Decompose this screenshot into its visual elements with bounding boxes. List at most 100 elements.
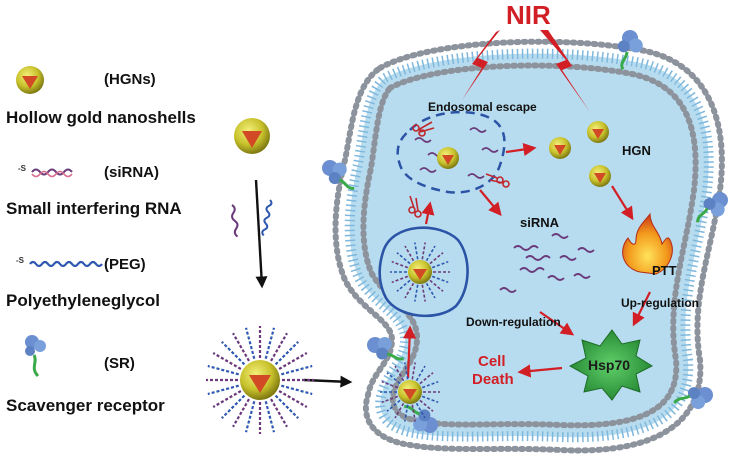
peg-strand [431, 275, 449, 284]
hgn-nanoparticle-icon [589, 165, 611, 187]
sirna-strand-icon [31, 168, 73, 178]
starburst-icon [568, 329, 654, 401]
cell-death-label-line2: Death [472, 371, 514, 388]
sirna-strand [411, 362, 416, 380]
sirna-thiol-tag: -S [18, 164, 26, 173]
peg-strand [221, 394, 246, 419]
scavenger-receptor-icon [367, 336, 404, 361]
nanoparticles [16, 66, 611, 187]
sirna-strand [278, 352, 308, 370]
legend-hgn-name: Hollow gold nanoshells [6, 108, 196, 127]
sirna-strand [212, 352, 242, 370]
sirna-strand [394, 365, 405, 382]
legend-sr-abbr: (SR) [104, 355, 135, 372]
scavenger-receptor-icon [322, 160, 355, 190]
cell-membrane-outer [332, 38, 725, 454]
scissors-icon [408, 195, 422, 218]
peg-strand [274, 394, 299, 419]
nir-label: NIR [506, 0, 551, 30]
hgn-label: HGN [622, 143, 651, 158]
peg-strand [404, 362, 409, 380]
peg-strand-icon [261, 199, 273, 237]
endosome-dashed [396, 110, 506, 194]
pathway-arrows [402, 142, 651, 379]
sirna-strand [212, 390, 242, 408]
peg-strand [386, 372, 401, 385]
peg-strand [415, 402, 426, 419]
sirna-strand [404, 245, 415, 262]
sirna-strand [381, 395, 399, 404]
conjugate-particles [206, 242, 450, 434]
sirna-strand [404, 282, 415, 299]
peg-strand [396, 279, 411, 292]
sirna-strand [391, 275, 409, 284]
sirna-strand [232, 398, 250, 428]
peg-strand [244, 327, 256, 359]
legend-sr-name: Scavenger receptor [6, 396, 165, 415]
down-regulation-label: Down-regulation [466, 315, 561, 329]
legend-peg-abbr: (PEG) [104, 256, 146, 273]
legend-sirna-abbr: (siRNA) [104, 164, 159, 181]
scissors-icon [485, 173, 510, 188]
membrane-receptors [322, 30, 728, 433]
scissors-icons [408, 121, 510, 218]
hgn-nanoparticle-icon [437, 147, 459, 169]
scavenger-receptor-icon [696, 192, 728, 223]
sirna-peg-hgn-conjugate [380, 362, 440, 422]
peg-strand [274, 341, 299, 366]
sirna-strand [419, 399, 434, 412]
sirna-strand [270, 332, 288, 362]
sirna-strand [394, 402, 405, 419]
released-sirna [499, 233, 595, 293]
sirna-peg-hgn-conjugate [390, 242, 450, 302]
endosomal-escape-label: Endosomal escape [428, 100, 537, 114]
peg-thiol-tag: -S [16, 256, 24, 265]
sirna-strand [232, 332, 250, 362]
legend-sirna-name: Small interfering RNA [6, 199, 182, 218]
peg-strand-icon [29, 260, 103, 268]
sirna-strand [429, 279, 444, 292]
sirna-strand [419, 372, 434, 385]
sirna-strand-icon [231, 204, 239, 238]
peg-strand [386, 399, 401, 412]
flame-icon [622, 212, 673, 275]
scavenger-receptor-icon [617, 30, 643, 71]
hgn-nanoparticle-icon [587, 121, 609, 143]
legend-hgn-abbr: (HGNs) [104, 71, 156, 88]
hgn-nanoparticle-icon [16, 66, 44, 94]
scavenger-receptor-icon [25, 335, 46, 378]
sirna-peg-hgn-conjugate [206, 326, 314, 434]
peg-strand [415, 365, 426, 382]
hgn-nanoparticle-icon [549, 137, 571, 159]
peg-strand [207, 384, 239, 396]
cell-death-label-line1: Cell [478, 353, 506, 370]
peg-strand [207, 364, 239, 376]
peg-strand [431, 260, 449, 269]
peg-strand [421, 380, 439, 389]
peg-strand [414, 242, 419, 260]
sirna-strand [381, 380, 399, 389]
peg-strand [425, 245, 436, 262]
sirna-strand [391, 260, 409, 269]
scavenger-receptor-icon [673, 387, 713, 410]
hgn-nanoparticle-icon [234, 118, 270, 154]
peg-strand [404, 404, 409, 422]
peg-strand [244, 401, 256, 433]
up-regulation-label: Up-regulation [621, 296, 699, 310]
lightning-icon [462, 30, 500, 100]
peg-strand [281, 384, 313, 396]
peg-strand [421, 395, 439, 404]
sirna-strand [270, 398, 288, 428]
legend-peg-name: Polyethyleneglycol [6, 291, 160, 310]
sirna-strand [421, 242, 426, 260]
sirna-label: siRNA [520, 215, 560, 230]
sirna-strand [278, 390, 308, 408]
hsp70-label: Hsp70 [588, 357, 631, 373]
peg-strand [264, 401, 276, 433]
peg-strand [396, 252, 411, 265]
sirna-strand [429, 252, 444, 265]
peg-strand [414, 284, 419, 302]
nir-lightning [462, 30, 590, 112]
peg-strand [281, 364, 313, 376]
